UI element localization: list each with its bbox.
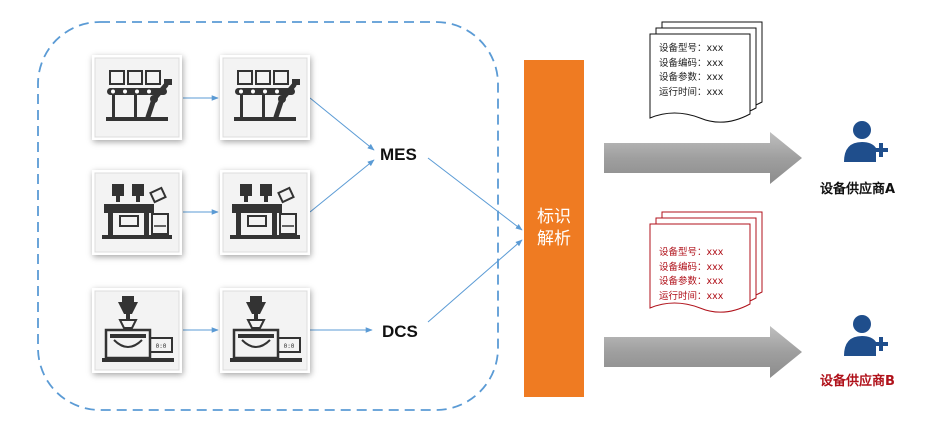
device-tile-packaging-2 xyxy=(220,170,310,255)
packaging-machine-icon xyxy=(94,172,180,253)
parsing-label-line1: 标识 xyxy=(537,207,571,227)
document-b-fields: 设备型号：xxx 设备编码：xxx 设备参数：xxx 运行时间：xxx xyxy=(659,246,723,304)
parsing-label: 标识 解析 xyxy=(524,206,584,250)
doc-a-model: 设备型号：xxx xyxy=(659,43,724,54)
device-tile-weigher-2: 0:0 xyxy=(220,288,310,373)
vendor-b-label: 设备供应商B xyxy=(820,374,895,389)
flow-arrow-a xyxy=(604,132,802,184)
doc-b-params: 设备参数：xxx xyxy=(659,276,724,287)
factory-boundary xyxy=(37,21,499,411)
doc-b-code: 设备编码：xxx xyxy=(659,261,724,273)
mes-to-parse-arrow xyxy=(427,157,523,231)
mes-label: MES xyxy=(380,145,417,164)
user-add-icon xyxy=(844,315,888,356)
conveyor-belt-robot-arm-icon xyxy=(222,57,308,138)
document-a-fields: 设备型号：xxx 设备编码：xxx 设备参数：xxx 运行时间：xxx xyxy=(659,42,723,100)
doc-a-params: 设备参数：xxx xyxy=(659,72,724,83)
svg-text:0:0: 0:0 xyxy=(156,343,167,350)
flow-arrow-b xyxy=(604,326,802,378)
document-stack-b-shapes xyxy=(649,211,763,313)
doc-a-code: 设备编码：xxx xyxy=(659,57,724,69)
device-tile-conveyor-2 xyxy=(220,55,310,140)
dcs-label: DCS xyxy=(382,322,418,341)
weighing-dispenser-icon: 0:0 xyxy=(222,290,308,371)
weighing-dispenser-icon: 0:0 xyxy=(94,290,180,371)
doc-b-runtime: 运行时间：xxx xyxy=(659,290,724,302)
parsing-label-line2: 解析 xyxy=(537,229,571,249)
device-tile-packaging-1 xyxy=(92,170,182,255)
document-stack-a-shapes xyxy=(649,21,763,123)
row2-to-mes-arrow xyxy=(309,159,375,213)
packaging-machine-icon xyxy=(222,172,308,253)
conveyor-belt-robot-arm-icon xyxy=(94,57,180,138)
device-tile-conveyor-1 xyxy=(92,55,182,140)
user-add-icon xyxy=(844,121,888,162)
dcs-to-parse-arrow xyxy=(427,239,523,323)
vendor-a-label: 设备供应商A xyxy=(820,182,896,197)
device-tile-weigher-1: 0:0 xyxy=(92,288,182,373)
identification-parsing-bar: 标识 解析 xyxy=(524,60,584,397)
doc-a-runtime: 运行时间：xxx xyxy=(659,86,724,98)
doc-b-model: 设备型号：xxx xyxy=(659,247,724,258)
row1-to-mes-arrow xyxy=(309,97,375,151)
svg-text:0:0: 0:0 xyxy=(284,343,295,350)
